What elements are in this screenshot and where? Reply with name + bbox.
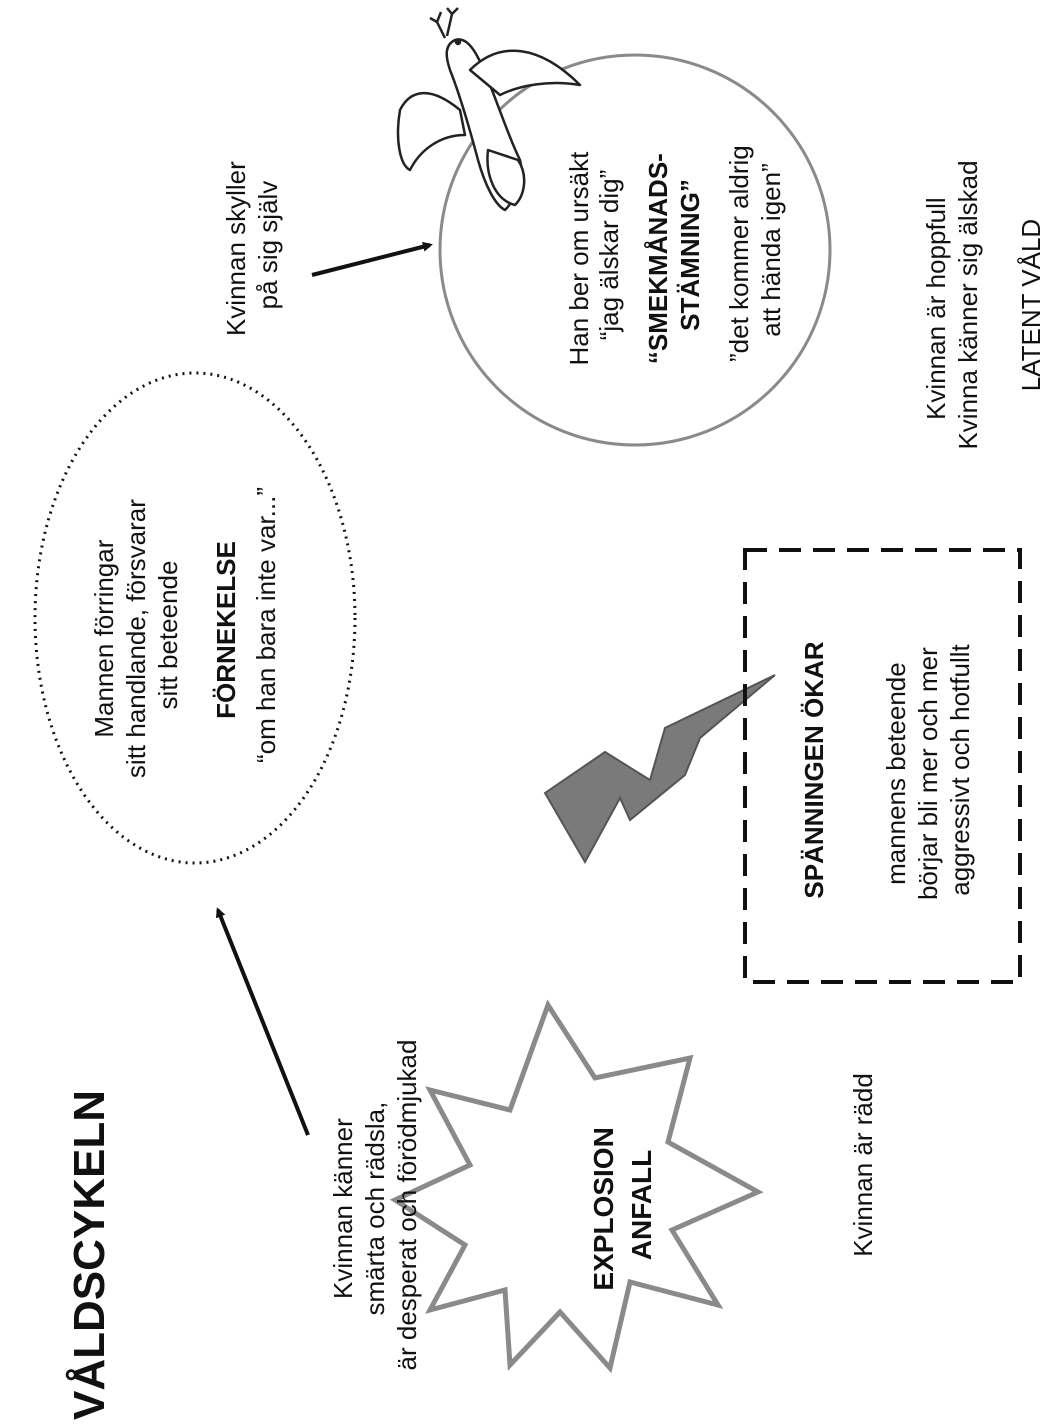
tension-heading: SPÄNNINGEN ÖKAR: [799, 641, 829, 898]
tension-box: [743, 548, 1022, 984]
woman-afraid-text: Kvinnan är rädd: [848, 1073, 878, 1257]
honeymoon-quote: ”det kommer aldrig att hända igen”: [724, 138, 786, 362]
honeymoon-circle: [438, 53, 832, 447]
woman-hopeful-text: Kvinnan är hoppfull Kvinna känner sig äl…: [921, 160, 983, 449]
blame-text: Kvinnan skyller på sig själv: [221, 154, 283, 336]
explosion-burst-icon: [389, 999, 764, 1374]
latent-violence-label: LATENT VÅLD: [1016, 219, 1046, 391]
diagram-title: VÅLDSCYKELN: [65, 1090, 114, 1420]
arrow-icon: [311, 241, 433, 277]
honeymoon-text: Han ber om ursäkt “jag älskar dig”: [564, 144, 624, 365]
woman-feels-text: Kvinnan känner smärta och rädsla, är des…: [328, 1040, 422, 1371]
arrow-icon: [215, 907, 310, 1136]
denial-heading: FÖRNEKELSE: [211, 541, 241, 719]
explosion-label: EXPLOSION ANFALL: [588, 1119, 657, 1290]
lightning-icon: [543, 674, 776, 865]
denial-quote: “om han bara inte var...”: [251, 487, 281, 763]
denial-text: Mannen förringar sitt handlande, försvar…: [89, 492, 183, 778]
dove-icon: [396, 7, 582, 212]
honeymoon-heading: “SMEKMÅNADS- STÄMNING”: [643, 146, 705, 364]
tension-text: mannens beteende börjar bli mer och mer …: [881, 640, 975, 900]
denial-ellipse: [33, 371, 357, 865]
